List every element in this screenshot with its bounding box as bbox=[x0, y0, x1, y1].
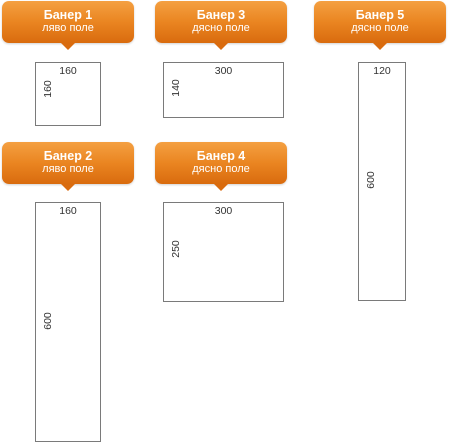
banner-4-tag: Банер 4 дясно поле bbox=[155, 142, 287, 191]
banner-4-width-label: 300 bbox=[214, 205, 233, 217]
banner-2-position: ляво поле bbox=[42, 163, 94, 175]
banner-3-position: дясно поле bbox=[192, 22, 250, 34]
banner-1-position: ляво поле bbox=[42, 22, 94, 34]
banner-2-size-box: 160 600 bbox=[35, 202, 101, 442]
banner-1-title: Банер 1 bbox=[43, 8, 93, 22]
banner-3-height-label: 140 bbox=[170, 79, 182, 97]
banner-2-tag: Банер 2 ляво поле bbox=[2, 142, 134, 191]
banner-4-position: дясно поле bbox=[192, 163, 250, 175]
banner-1-size-box: 160 160 bbox=[35, 62, 101, 126]
banner-5-height-label: 600 bbox=[365, 171, 377, 189]
banner-4-size-box: 300 250 bbox=[163, 202, 284, 302]
banner-1-height-label: 160 bbox=[42, 80, 54, 98]
banner-2-height-label: 600 bbox=[42, 312, 54, 330]
banner-1-width-label: 160 bbox=[59, 65, 77, 77]
banner-5-tag: Банер 5 дясно поле bbox=[314, 1, 446, 50]
banner-3-title: Банер 3 bbox=[196, 8, 246, 22]
banner-5-title: Банер 5 bbox=[355, 8, 405, 22]
banner-3-tag: Банер 3 дясно поле bbox=[155, 1, 287, 50]
banner-5-width-label: 120 bbox=[373, 65, 391, 77]
banner-5-position: дясно поле bbox=[351, 22, 409, 34]
banner-2-width-label: 160 bbox=[59, 205, 77, 217]
banner-5-size-box: 120 600 bbox=[358, 62, 406, 301]
banner-4-title: Банер 4 bbox=[196, 149, 246, 163]
banner-1-tag: Банер 1 ляво поле bbox=[2, 1, 134, 50]
banner-3-width-label: 300 bbox=[214, 65, 233, 77]
banner-4-height-label: 250 bbox=[170, 240, 182, 258]
banner-3-size-box: 300 140 bbox=[163, 62, 284, 118]
banner-2-title: Банер 2 bbox=[43, 149, 93, 163]
